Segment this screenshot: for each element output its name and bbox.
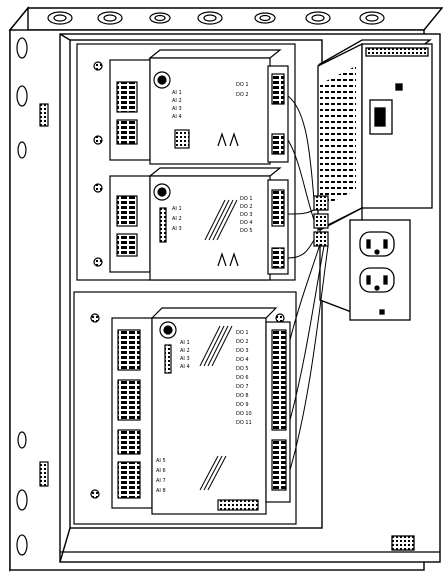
module-1-labels: AI 1 AI 2 AI 3 AI 4 DO 1 DO 2 <box>172 82 249 120</box>
module-2-right-label: DO 2 <box>240 204 253 210</box>
module-3-right-label: DO 5 <box>236 366 249 372</box>
module-3-right-label: DO 1 <box>236 330 249 336</box>
module-2 <box>109 167 289 281</box>
side-knockouts <box>16 37 28 556</box>
module-1-label: AI 1 <box>172 90 182 96</box>
mounting-screw-icon <box>90 313 100 323</box>
module-1-label: AI 2 <box>172 98 182 104</box>
module-3-right-label: DO 10 <box>236 411 252 417</box>
module-2-label: AI 2 <box>172 216 182 222</box>
module-2-label: AI 3 <box>172 226 182 232</box>
module-3 <box>111 307 291 515</box>
module-3-left-label: AI 2 <box>180 348 190 354</box>
enclosure-base <box>60 535 440 553</box>
module-1-label: AI 3 <box>172 106 182 112</box>
module-3-right-label: DO 7 <box>236 384 249 390</box>
mounting-screw-icon <box>93 183 103 193</box>
duplex-outlet-icon <box>359 267 395 293</box>
module-2-right-label: DO 3 <box>240 212 253 218</box>
mounting-screw-icon <box>275 313 285 323</box>
module-2-right-label: DO 1 <box>240 196 253 202</box>
duplex-outlet-icon <box>359 231 395 257</box>
module-3-labels: AI 1 AI 2 AI 3 AI 4 DO 1 DO 2 DO 3 DO 4 … <box>156 330 252 494</box>
module-3-left-label: AI 3 <box>180 356 190 362</box>
module-3-right-label: DO 8 <box>236 393 249 399</box>
module-3-lower-label: AI 8 <box>156 488 166 494</box>
hinge-pins <box>39 103 49 487</box>
terminal-connectors <box>313 195 329 247</box>
mounting-screw-icon <box>93 61 103 71</box>
module-2-label: AI 1 <box>172 206 182 212</box>
mounting-screw-icon <box>90 489 100 499</box>
knockout-hole-icon <box>47 11 385 25</box>
module-2-labels: AI 1 AI 2 AI 3 DO 1 DO 2 DO 3 DO 4 DO 5 <box>172 196 253 234</box>
module-3-lower-label: AI 5 <box>156 458 166 464</box>
power-supply-housing <box>317 39 433 232</box>
module-2-right-label: DO 4 <box>240 220 253 226</box>
wiring <box>287 95 329 471</box>
module-3-right-label: DO 11 <box>236 420 252 426</box>
outlet-box <box>319 206 411 321</box>
mounting-screw-icon <box>93 135 103 145</box>
module-3-right-label: DO 4 <box>236 357 249 363</box>
module-1-label: AI 4 <box>172 114 182 120</box>
module-2-right-label: DO 5 <box>240 228 253 234</box>
module-3-lower-label: AI 6 <box>156 468 166 474</box>
module-3-left-label: AI 1 <box>180 340 190 346</box>
module-3-right-label: DO 2 <box>236 339 249 345</box>
module-1-right-label: DO 2 <box>236 92 249 98</box>
module-3-right-label: DO 3 <box>236 348 249 354</box>
module-3-right-label: DO 9 <box>236 402 249 408</box>
module-3-lower-label: AI 7 <box>156 478 166 484</box>
mounting-screw-icon <box>93 257 103 267</box>
header-label-plate <box>365 47 429 57</box>
module-1 <box>109 49 289 165</box>
module-3-right-label: DO 6 <box>236 375 249 381</box>
module-1-right-label: DO 1 <box>236 82 249 88</box>
module-3-left-label: AI 4 <box>180 364 190 370</box>
